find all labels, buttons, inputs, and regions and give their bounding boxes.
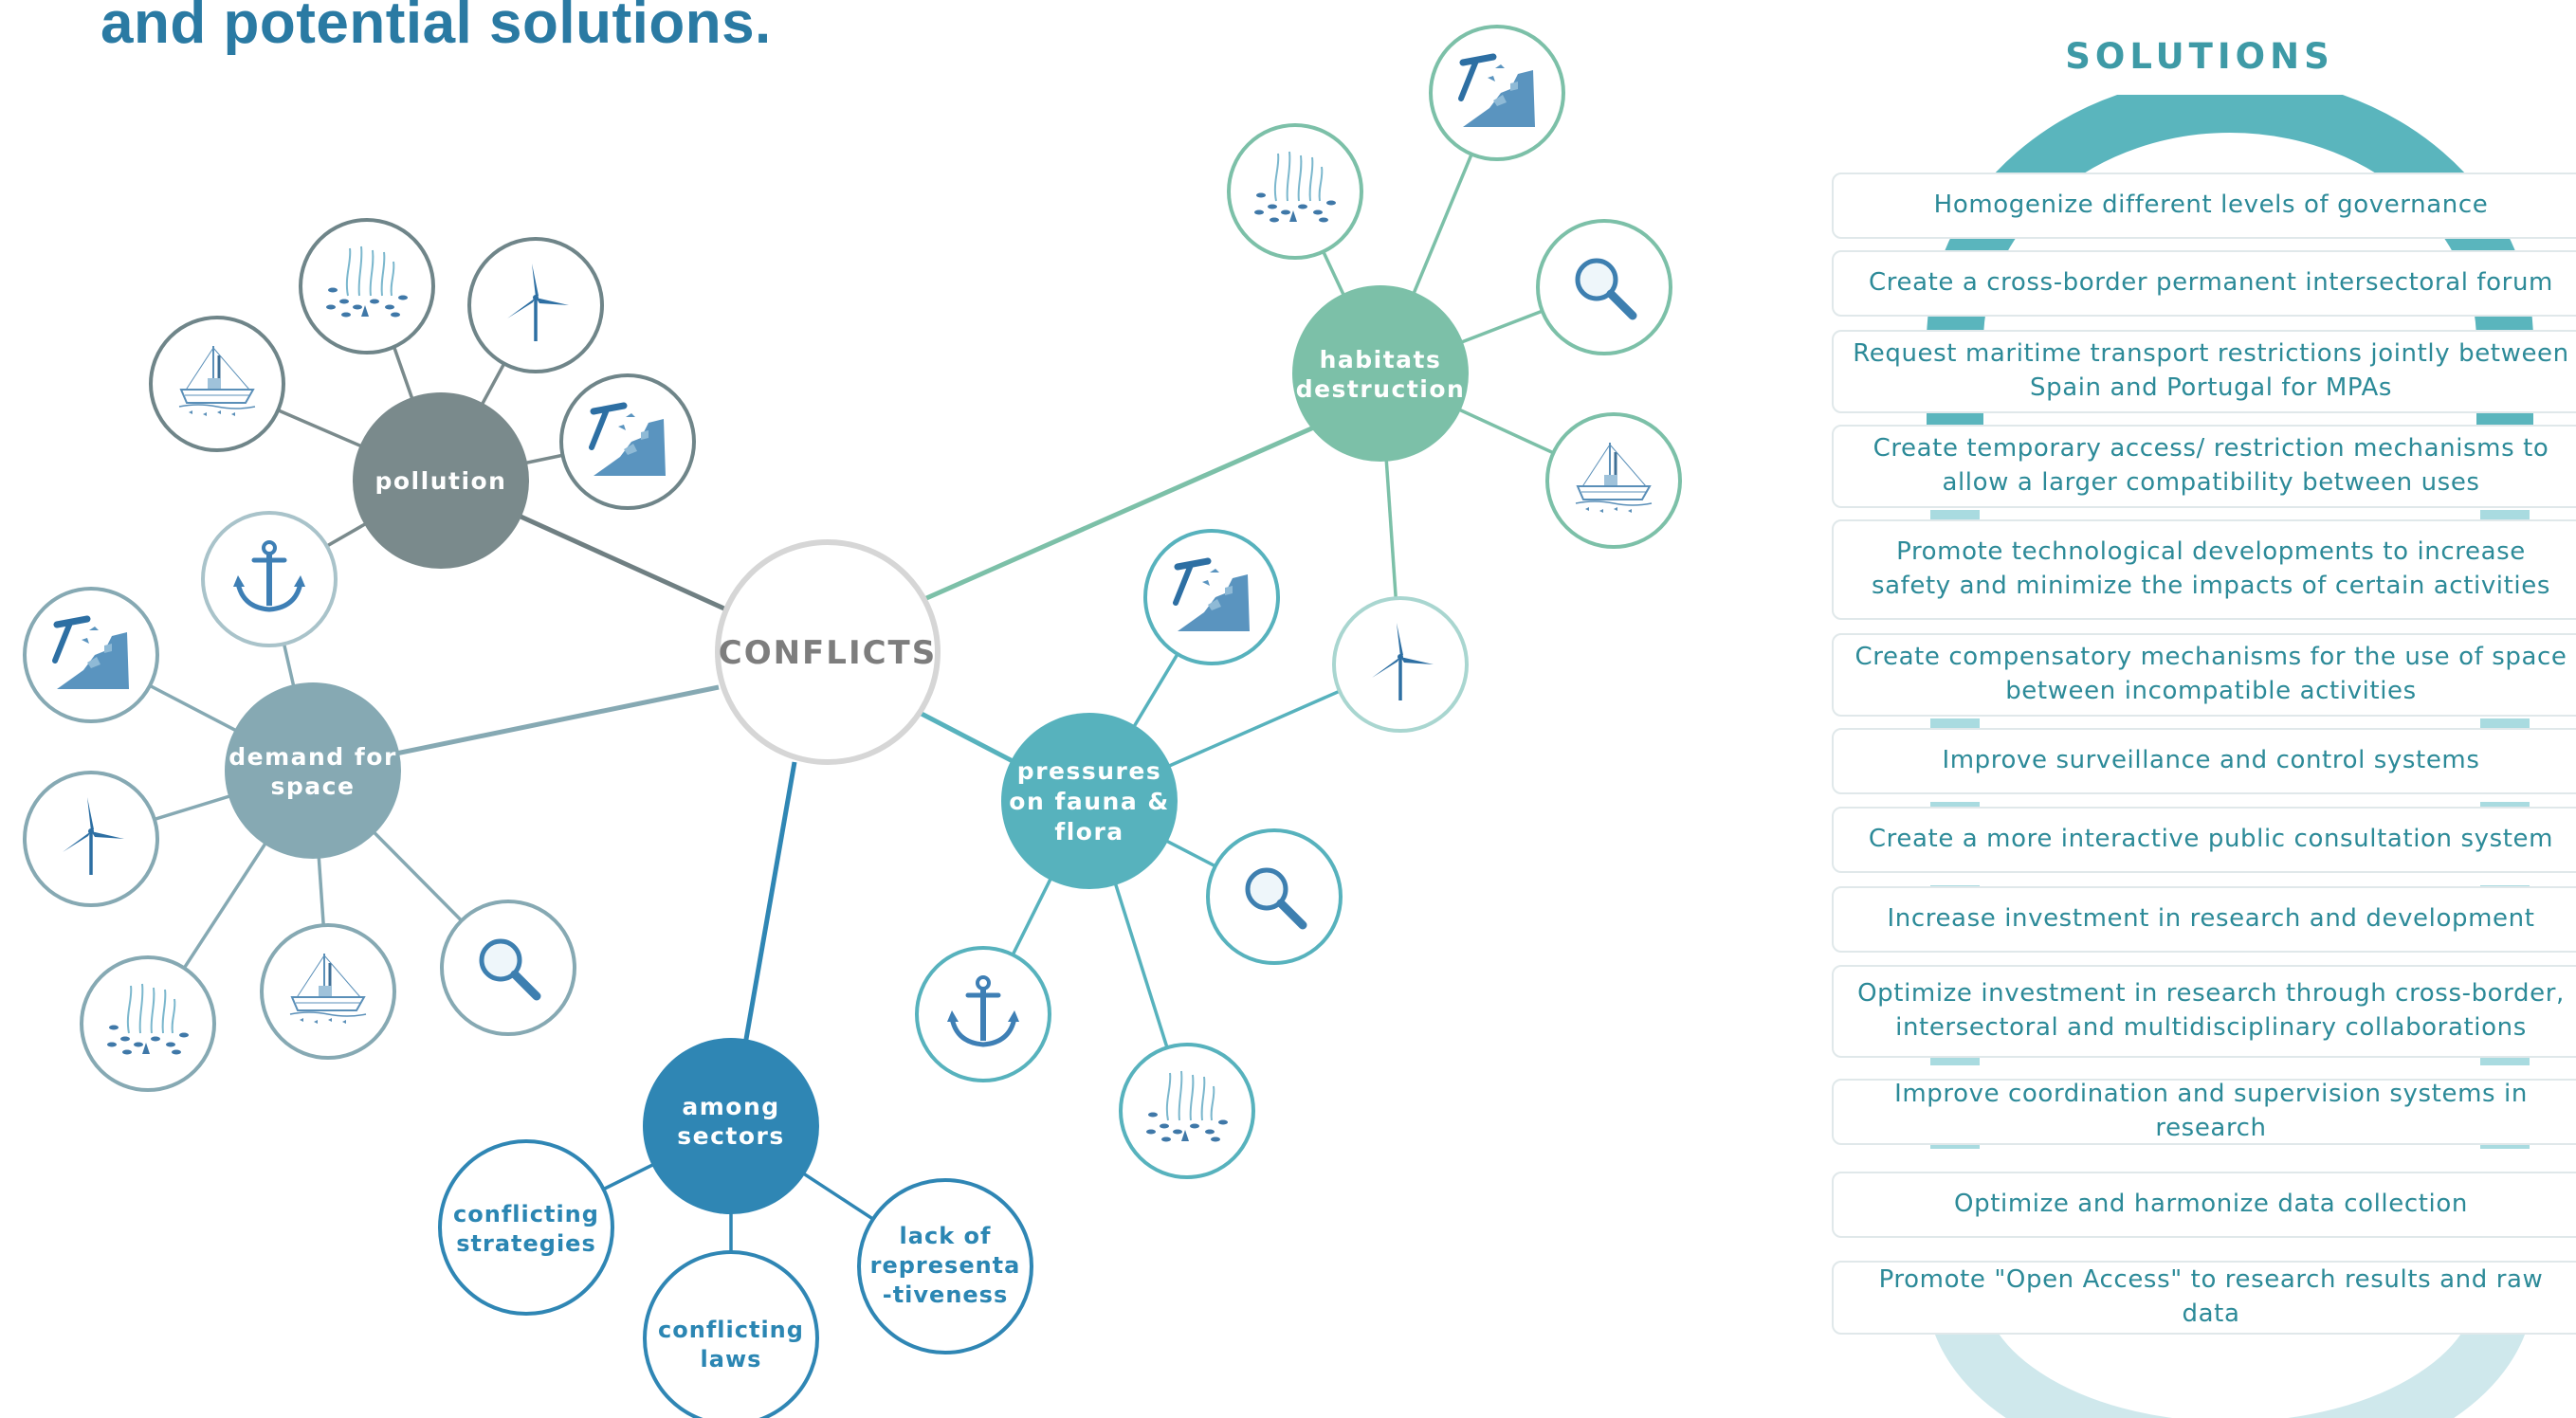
magnifier-icon bbox=[440, 900, 576, 1036]
solution-item: Create temporary access/ restriction mec… bbox=[1832, 425, 2576, 508]
hub-pressures-line-1: pressures bbox=[1017, 757, 1161, 785]
hub-pressures-line-2: on fauna & bbox=[1009, 788, 1169, 815]
hub-pressures-line-3: flora bbox=[1054, 818, 1124, 845]
mining-icon bbox=[559, 373, 696, 510]
solutions-title: SOLUTIONS bbox=[2065, 36, 2334, 77]
solution-item: Homogenize different levels of governanc… bbox=[1832, 173, 2576, 239]
solution-item: Promote "Open Access" to research result… bbox=[1832, 1261, 2576, 1335]
wind-turbine-icon bbox=[467, 237, 604, 373]
hub-among-line-2: sectors bbox=[677, 1122, 785, 1150]
hub-demand-line-2: space bbox=[271, 773, 356, 800]
fishing-boat-icon bbox=[149, 316, 285, 452]
solution-item: Create a more interactive public consult… bbox=[1832, 807, 2576, 873]
fish-school-icon bbox=[299, 218, 435, 354]
magnifier-icon bbox=[1536, 219, 1672, 355]
hub-pollution: pollution bbox=[353, 392, 529, 569]
conflicting-laws-line-2: laws bbox=[701, 1346, 762, 1373]
mining-icon bbox=[1143, 529, 1280, 665]
lack-of-representativeness-line-1: lack of bbox=[900, 1223, 992, 1249]
conflicting-strategies-node: conflicting strategies bbox=[438, 1139, 614, 1316]
wind-turbine-icon bbox=[23, 771, 159, 907]
demand-icons bbox=[23, 587, 576, 1092]
solution-item: Promote technological developments to in… bbox=[1832, 519, 2576, 620]
center-label: CONFLICTS bbox=[719, 634, 937, 672]
hub-pollution-label: pollution bbox=[375, 467, 506, 495]
solution-item: Optimize investment in research through … bbox=[1832, 965, 2576, 1058]
solution-item: Optimize and harmonize data collection bbox=[1832, 1172, 2576, 1238]
conflicting-strategies-line-2: strategies bbox=[456, 1230, 596, 1257]
mining-icon bbox=[23, 587, 159, 723]
pressures-icons bbox=[915, 529, 1469, 1179]
habitats-icons bbox=[1227, 25, 1682, 549]
fish-school-icon bbox=[80, 955, 216, 1092]
conflicting-laws-node: conflicting laws bbox=[643, 1250, 819, 1418]
solution-item: Improve coordination and supervision sys… bbox=[1832, 1079, 2576, 1145]
hub-among-line-1: among bbox=[682, 1093, 779, 1120]
hub-habitats-destruction: habitats destruction bbox=[1292, 285, 1469, 462]
magnifier-icon bbox=[1206, 828, 1343, 965]
mining-icon bbox=[1429, 25, 1565, 161]
among-sectors-leaves: conflicting strategies conflicting laws … bbox=[438, 1139, 1033, 1418]
lack-of-representativeness-node: lack of representa -tiveness bbox=[857, 1178, 1033, 1354]
anchor-icon bbox=[915, 946, 1051, 1082]
hub-among-sectors: among sectors bbox=[643, 1038, 819, 1214]
hub-nodes: pollution demand for space habitats dest… bbox=[225, 285, 1469, 1214]
page-title: and potential solutions. bbox=[100, 0, 772, 56]
solution-item: Request maritime transport restrictions … bbox=[1832, 330, 2576, 413]
fishing-boat-icon bbox=[260, 923, 396, 1060]
hub-habitats-line-2: destruction bbox=[1296, 375, 1466, 403]
fish-school-icon bbox=[1119, 1043, 1255, 1179]
pollution-icons bbox=[149, 218, 696, 647]
hub-pressures-on-fauna-flora: pressures on fauna & flora bbox=[1001, 713, 1178, 889]
conflicting-strategies-line-1: conflicting bbox=[453, 1201, 599, 1227]
center-node: CONFLICTS bbox=[715, 539, 941, 765]
fish-school-icon bbox=[1227, 123, 1363, 260]
hub-habitats-line-1: habitats bbox=[1320, 346, 1442, 373]
lack-of-representativeness-line-3: -tiveness bbox=[883, 1282, 1009, 1308]
wind-turbine-icon bbox=[1332, 596, 1469, 733]
solution-item: Create a cross-border permanent intersec… bbox=[1832, 250, 2576, 317]
conflicting-laws-line-1: conflicting bbox=[658, 1317, 804, 1343]
solution-item: Create compensatory mechanisms for the u… bbox=[1832, 633, 2576, 717]
lack-of-representativeness-line-2: representa bbox=[870, 1252, 1021, 1279]
icon-nodes bbox=[23, 25, 1682, 1179]
anchor-icon bbox=[201, 511, 338, 647]
solution-item: Increase investment in research and deve… bbox=[1832, 886, 2576, 953]
fishing-boat-icon bbox=[1545, 412, 1682, 549]
hub-demand-for-space: demand for space bbox=[225, 682, 401, 859]
solution-item: Improve surveillance and control systems bbox=[1832, 728, 2576, 794]
hub-demand-line-1: demand for bbox=[228, 743, 397, 771]
